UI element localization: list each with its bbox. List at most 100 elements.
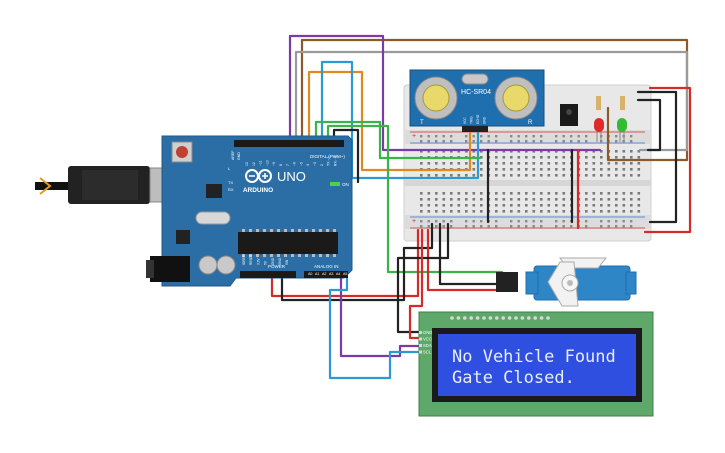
sensor-pin-label: GND <box>483 116 487 124</box>
breadboard-hole <box>480 174 483 177</box>
rail-hole <box>630 140 633 143</box>
rail-hole <box>607 220 610 223</box>
rail-hole <box>495 135 498 138</box>
chip-pin <box>298 229 301 232</box>
breadboard-hole <box>480 204 483 207</box>
wire-black-servo <box>438 222 502 286</box>
capacitor <box>216 255 236 275</box>
rail-hole <box>517 140 520 143</box>
rail-hole <box>495 225 498 228</box>
lcd-header-pin <box>514 316 518 320</box>
breadboard-hole <box>525 150 528 153</box>
chip-pin <box>277 254 280 257</box>
rail-hole <box>525 140 528 143</box>
rail-hole <box>540 220 543 223</box>
lcd-header-pin <box>539 316 544 320</box>
resistor-icon <box>596 96 601 110</box>
breadboard-hole <box>555 192 558 195</box>
breadboard-hole <box>465 162 468 165</box>
breadboard-hole <box>540 210 543 213</box>
rail-hole <box>555 220 558 223</box>
breadboard-hole <box>450 198 453 201</box>
chip-pin <box>284 229 287 232</box>
wire-red-5v <box>270 228 420 298</box>
breadboard-hole <box>637 192 641 195</box>
breadboard-hole <box>547 192 551 195</box>
rail-hole <box>585 135 588 138</box>
breadboard-hole <box>532 210 536 213</box>
breadboard-hole <box>630 168 633 171</box>
breadboard-hole <box>435 150 438 153</box>
analog-pin-label: A4 <box>336 272 340 276</box>
breadboard-hole <box>637 168 641 171</box>
rail-hole <box>517 135 520 138</box>
infinity-logo-icon <box>245 169 272 183</box>
breadboard-hole <box>465 210 468 213</box>
lcd-line-2: Gate Closed. <box>452 368 575 388</box>
breadboard-hole <box>442 150 446 153</box>
rail-hole <box>585 225 588 228</box>
breadboard-hole <box>525 210 528 213</box>
rail-hole <box>562 220 565 223</box>
l-label: L <box>228 166 231 171</box>
breadboard-hole <box>427 174 431 177</box>
breadboard-hole <box>472 150 476 153</box>
breadboard-hole <box>480 210 483 213</box>
breadboard-hole <box>607 174 611 177</box>
chip-pin <box>333 254 336 257</box>
breadboard-hole <box>472 174 476 177</box>
lcd-line-1: No Vehicle Found <box>452 347 616 367</box>
analog-pin-label: A0 <box>308 272 312 276</box>
breadboard-hole <box>540 174 543 177</box>
on-label: ON <box>342 182 349 187</box>
rail-hole <box>420 135 423 138</box>
breadboard-hole <box>585 174 588 177</box>
rail-hole <box>480 220 483 223</box>
rail-hole <box>427 225 430 228</box>
lcd-module: No Vehicle Found Gate Closed. GNDVCCSDAS… <box>418 311 654 417</box>
breadboard-hole <box>480 156 483 159</box>
breadboard-hole <box>435 162 438 165</box>
rail-hole <box>555 135 558 138</box>
breadboard-hole <box>532 168 536 171</box>
breadboard-hole <box>562 150 566 153</box>
breadboard-hole <box>555 204 558 207</box>
breadboard-hole <box>615 204 618 207</box>
chip-pin <box>298 254 301 257</box>
breadboard-hole <box>562 192 566 195</box>
breadboard-hole <box>427 162 431 165</box>
digital-pin-label: ~11 <box>259 160 263 166</box>
rail-hole <box>472 225 475 228</box>
arduino-brand: ARDUINO <box>243 187 273 194</box>
breadboard-hole <box>637 204 641 207</box>
breadboard-hole <box>450 150 453 153</box>
chip-pin <box>263 254 266 257</box>
breadboard-hole <box>540 198 543 201</box>
chip-pin <box>312 229 315 232</box>
breadboard-hole <box>450 192 453 195</box>
rail-hole <box>472 135 475 138</box>
breadboard-hole <box>510 210 513 213</box>
breadboard-hole <box>495 156 498 159</box>
breadboard-hole <box>465 204 468 207</box>
sensor-pins <box>462 126 488 132</box>
wire-red-servo <box>426 228 502 292</box>
digital-pin-label: RX←0 <box>333 156 337 166</box>
breadboard-hole <box>547 150 551 153</box>
rail-hole <box>615 135 618 138</box>
rail-hole <box>435 225 438 228</box>
breadboard-hole <box>525 204 528 207</box>
digital-pin-label: 2 <box>320 164 324 166</box>
breadboard-hole <box>622 204 626 207</box>
breadboard-hole <box>420 192 423 195</box>
servo-tab-right <box>625 271 637 295</box>
breadboard-hole <box>637 162 641 165</box>
digital-pin-label: 8 <box>279 164 283 166</box>
rail-hole <box>450 225 453 228</box>
breadboard-hole <box>637 156 641 159</box>
breadboard-hole <box>480 192 483 195</box>
breadboard-hole <box>562 204 566 207</box>
rail-hole <box>442 140 445 143</box>
reset-button-icon[interactable] <box>171 141 193 163</box>
